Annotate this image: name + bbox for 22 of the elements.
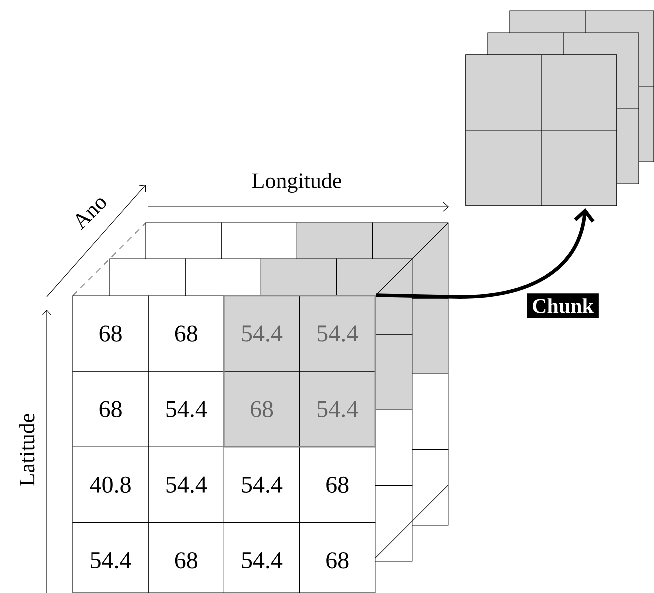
- arrow: [376, 208, 595, 299]
- cell-value: 54.4: [91, 552, 132, 569]
- chunk-cube: [466, 10, 654, 206]
- cell-value: 54.4: [318, 401, 358, 418]
- edge-label: Chunk: [527, 294, 599, 318]
- cell-value: 68: [326, 552, 349, 569]
- cell-value: 68: [175, 552, 198, 569]
- chunk-region: [224, 295, 376, 448]
- cell-value: 68: [326, 476, 349, 494]
- cell-value: 68: [100, 401, 122, 418]
- cell-value: 54.4: [242, 476, 283, 494]
- cell-value: 54.4: [242, 326, 283, 342]
- axis-label: Ano: [76, 198, 106, 230]
- cell-value: 54.4: [166, 476, 208, 494]
- axis-label: Longitude: [252, 173, 342, 193]
- cell-value: 54.4: [318, 326, 358, 342]
- cell-value: 68: [100, 326, 122, 342]
- cell-value: 54.4: [242, 552, 283, 569]
- cell-value: 40.8: [90, 476, 131, 494]
- axis-label: Latitude: [19, 414, 35, 486]
- cell-value: 68: [175, 326, 198, 342]
- cell-value: 68: [251, 401, 274, 418]
